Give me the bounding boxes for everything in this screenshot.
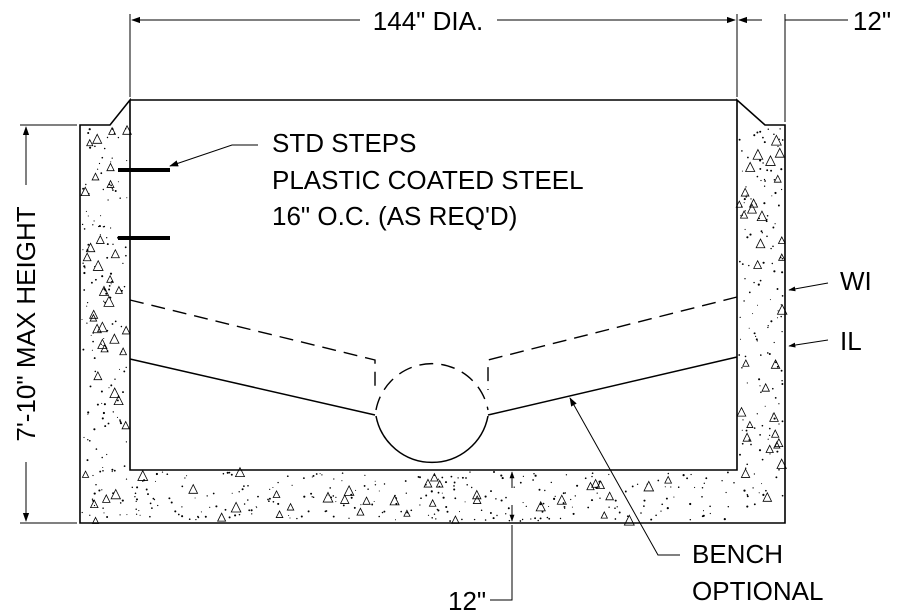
- concrete-wall: [79, 97, 786, 524]
- bench-dashed-right: [487, 296, 738, 390]
- bench-line-right: [487, 356, 738, 416]
- wi-leader: [788, 282, 829, 292]
- steps-label-line2: PLASTIC COATED STEEL: [272, 165, 584, 195]
- bench-line-left: [129, 358, 376, 416]
- concrete-aggregate-texture: [80, 124, 788, 526]
- wall-thickness-label: 12": [853, 6, 891, 36]
- pipe-upper-arc: [375, 362, 489, 411]
- bench-leader: [569, 397, 680, 556]
- diameter-label: 144" DIA.: [373, 6, 483, 36]
- steps-label-line3: 16" O.C. (AS REQ'D): [272, 201, 517, 231]
- pipe-lower-arc: [375, 415, 489, 464]
- il-leader: [788, 339, 829, 348]
- max-height-label: 7'-10" MAX HEIGHT: [11, 206, 41, 441]
- bench-dashed-left: [129, 299, 376, 390]
- bench-label-line2: OPTIONAL: [692, 576, 823, 606]
- il-label: IL: [840, 326, 862, 356]
- steps-leader: [169, 144, 258, 167]
- base-thickness-label: 12": [448, 586, 486, 614]
- bench-label-line1: BENCH: [692, 539, 783, 569]
- steps-label-line1: STD STEPS: [272, 128, 416, 158]
- wi-label: WI: [840, 266, 872, 296]
